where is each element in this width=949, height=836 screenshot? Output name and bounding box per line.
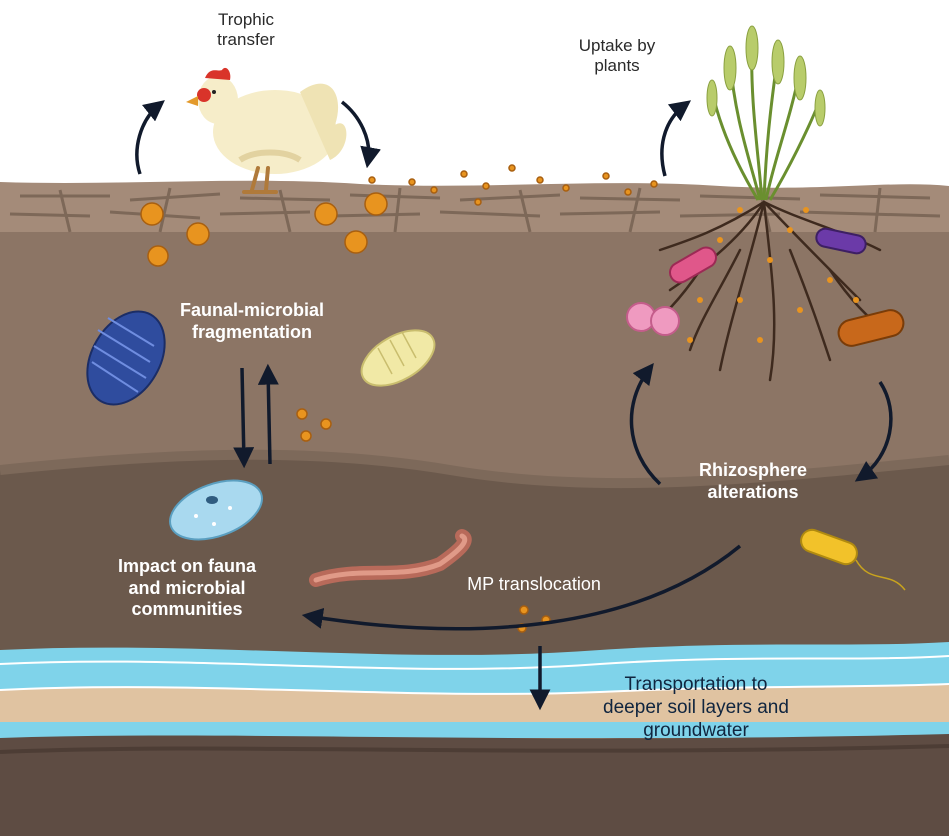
- trophic-transfer-label: Trophic transfer: [196, 10, 296, 51]
- impact-label: Impact on fauna and microbial communitie…: [74, 556, 300, 621]
- mp-translocation-label: MP translocation: [426, 574, 642, 596]
- faunal-microbial-label: Faunal-microbial fragmentation: [152, 300, 352, 343]
- crust-band: [0, 181, 949, 232]
- transportation-label: Transportation to deeper soil layers and…: [546, 674, 846, 742]
- fragmentation-up-arrow: [268, 370, 270, 464]
- fragmentation-down-arrow: [242, 368, 244, 462]
- chicken-icon: [186, 68, 346, 192]
- trophic-up-arrow: [137, 104, 160, 174]
- rhizosphere-label: Rhizosphere alterations: [668, 460, 838, 503]
- uptake-up-arrow: [662, 104, 686, 176]
- uptake-label: Uptake by plants: [562, 36, 672, 77]
- surface-crust: [0, 181, 949, 232]
